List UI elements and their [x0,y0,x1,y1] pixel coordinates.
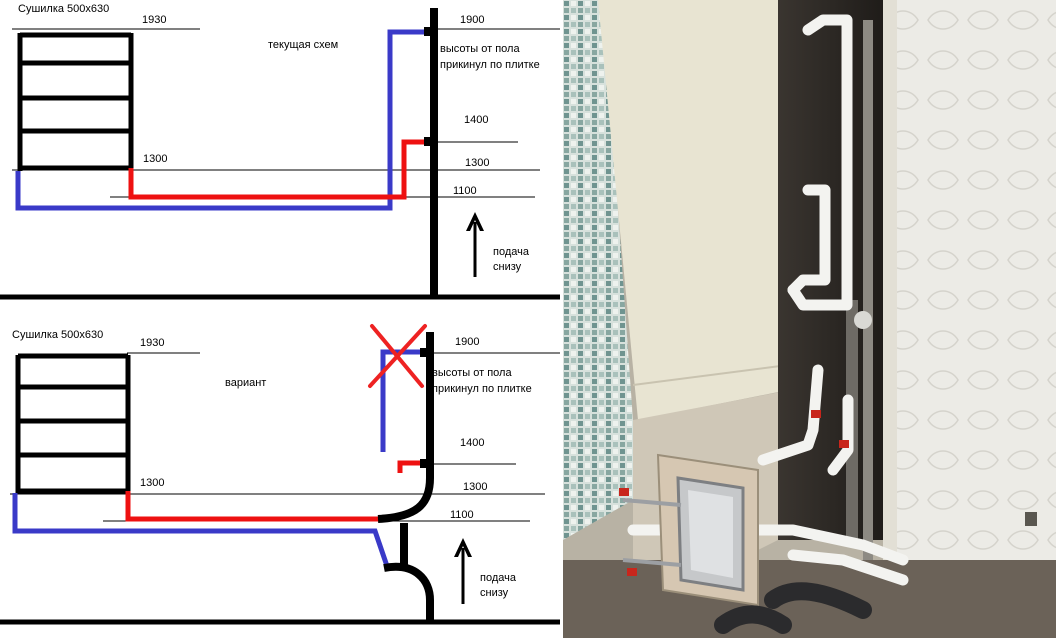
label-1930: 1930 [140,337,164,349]
riser-tap-1900 [424,27,438,36]
top-panel: Сушилка 500х630 текущая схем 1930 1300 1… [0,3,560,300]
scheme-caption: вариант [225,377,266,389]
label-1300-right: 1300 [465,157,489,169]
towel-dryer [15,353,131,494]
scheme-caption: текущая схем [268,39,338,51]
label-1100: 1100 [450,509,474,521]
plumbing-sketch: Сушилка 500х630 текущая схем 1930 1300 1… [0,3,560,625]
label-1300-left: 1300 [140,477,164,489]
cross-mark-icon [368,324,427,388]
label-1100: 1100 [453,185,477,197]
label-1400: 1400 [460,437,484,449]
hot-stub [397,460,420,473]
feed-label-line1: подача [480,572,517,584]
feed-label-line2: снизу [480,587,509,599]
label-1900: 1900 [455,336,479,348]
mosaic-wall [563,0,633,540]
height-note-line2: прикинул по плитке [432,383,532,395]
label-1900: 1900 [460,14,484,26]
dryer-title: Сушилка 500х630 [12,329,103,341]
label-1300-right: 1300 [463,481,487,493]
dryer-title: Сушилка 500х630 [18,3,109,15]
height-note-line1: высоты от пола [440,43,520,55]
feed-label-line1: подача [493,246,530,258]
red-valve-icon [839,440,849,448]
riser-tap-1400 [424,137,438,146]
cold-pipe [12,493,390,567]
bathroom-photo [563,0,1056,638]
label-1400: 1400 [464,114,488,126]
cold-pipe [15,29,424,211]
height-note-line2: прикинул по плитке [440,59,540,71]
red-valve-icon [619,488,629,496]
drain-pipes [714,582,872,634]
riser-tap-1400 [420,459,434,468]
ornament-wall [883,0,1056,600]
height-note-line1: высоты от пола [432,367,512,379]
feed-arrow-head [454,538,472,557]
tile-edge [883,0,897,560]
wall-socket [1025,512,1037,526]
riser-bypass-upper [377,477,434,523]
pipe-fitting [854,311,872,329]
label-1300-left: 1300 [143,153,167,165]
red-valve-icon [627,568,637,576]
grey-riser-pipe [863,20,873,560]
towel-dryer [17,32,134,171]
hot-pipe [125,491,380,522]
hot-pipe [128,139,424,200]
inspection-hatch [622,453,759,607]
red-valve-icon [811,410,821,418]
riser-tap-1900 [420,348,434,357]
beige-tile-wall [598,0,788,420]
feed-label-line2: снизу [493,261,522,273]
riser-bypass-lower [383,562,434,601]
tile-joint [632,364,789,386]
abandoned-cold-stub [380,349,420,452]
label-1930: 1930 [142,14,166,26]
bottom-panel: Сушилка 500х630 вариант 1930 1300 1900 1… [0,324,560,625]
feed-arrow-head [466,212,484,231]
